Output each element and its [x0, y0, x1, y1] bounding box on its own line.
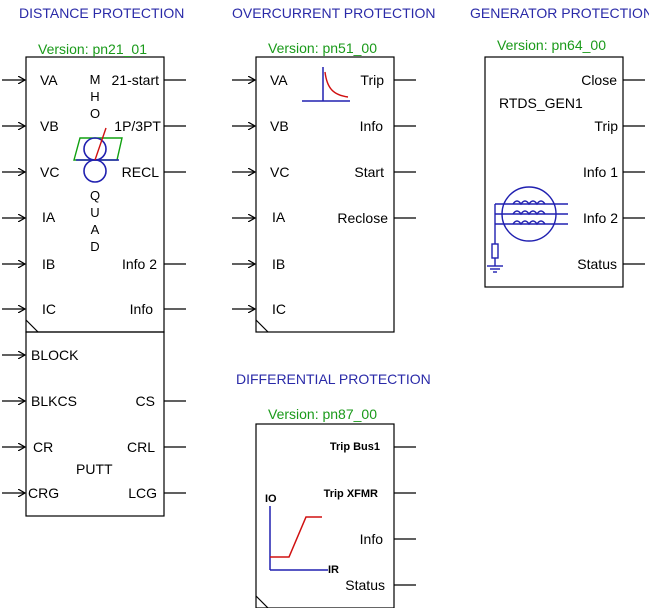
distance-input-ic: IC — [42, 301, 56, 317]
overcurrent-input-vb: VB — [270, 118, 289, 134]
putt-block[interactable] — [25, 331, 165, 517]
generator-output-info1: Info 1 — [582, 164, 618, 180]
distance-output-info2: Info 2 — [121, 256, 157, 272]
overcurrent-curve-icon — [302, 67, 350, 102]
putt-output-cs: CS — [135, 393, 155, 409]
generator-output-trip: Trip — [594, 118, 618, 134]
overcurrent-input-ib: IB — [272, 256, 286, 272]
putt-output-crl: CRL — [126, 439, 155, 455]
distance-input-vb: VB — [40, 118, 59, 134]
generator-output-close: Close — [581, 72, 617, 88]
overcurrent-output-reclose: Reclose — [337, 210, 388, 226]
overcurrent-output-start: Start — [354, 164, 384, 180]
quad-letter-u: U — [90, 205, 100, 220]
generator-heading: GENERATOR PROTECTION — [470, 5, 649, 21]
mho-letter-o: O — [89, 106, 101, 121]
differential-curve-icon — [269, 506, 328, 571]
distance-output-1p3pt: 1P/3PT — [114, 118, 161, 134]
distance-output-info: Info — [129, 301, 153, 317]
distance-input-va: VA — [40, 72, 58, 88]
generator-output-status: Status — [577, 256, 617, 272]
distance-version: Version: pn21_01 — [38, 41, 147, 57]
distance-input-ib: IB — [42, 256, 56, 272]
distance-input-vc: VC — [40, 164, 60, 180]
overcurrent-block[interactable] — [255, 56, 395, 333]
putt-input-cr: CR — [33, 439, 54, 455]
quad-letter-a: A — [90, 222, 100, 237]
differential-output-tripxfmr: Trip XFMR — [323, 488, 378, 500]
differential-version: Version: pn87_00 — [268, 406, 377, 422]
differential-axis-x-label: IR — [328, 564, 339, 576]
generator-name: RTDS_GEN1 — [499, 95, 583, 111]
differential-block[interactable] — [255, 423, 395, 608]
overcurrent-input-ic: IC — [272, 301, 286, 317]
distance-output-recl: RECL — [121, 164, 159, 180]
differential-axis-y-label: IO — [265, 493, 277, 505]
distance-output-21start: 21-start — [111, 72, 159, 88]
differential-heading: DIFFERENTIAL PROTECTION — [236, 371, 431, 387]
overcurrent-output-trip: Trip — [360, 72, 384, 88]
mho-letter-m: M — [89, 72, 101, 87]
distance-input-ia: IA — [42, 209, 56, 225]
distance-heading: DISTANCE PROTECTION — [19, 5, 185, 21]
quad-letter-q: Q — [89, 188, 101, 203]
differential-output-status: Status — [345, 577, 385, 593]
overcurrent-input-ia: IA — [272, 209, 286, 225]
overcurrent-output-info: Info — [359, 118, 383, 134]
overcurrent-heading: OVERCURRENT PROTECTION — [232, 5, 436, 21]
putt-input-blkcs: BLKCS — [31, 393, 77, 409]
generator-version: Version: pn64_00 — [497, 37, 606, 53]
quad-letter-d: D — [90, 239, 100, 254]
overcurrent-corner-mark — [255, 319, 269, 333]
generator-icon — [487, 186, 568, 273]
putt-label: PUTT — [76, 461, 113, 477]
putt-output-lcg: LCG — [128, 485, 157, 501]
overcurrent-input-va: VA — [270, 72, 288, 88]
overcurrent-input-vc: VC — [270, 164, 290, 180]
differential-output-tripbus1: Trip Bus1 — [329, 441, 380, 453]
overcurrent-version: Version: pn51_00 — [268, 40, 377, 56]
putt-input-crg: CRG — [28, 485, 60, 501]
mho-quad-icon — [73, 127, 123, 183]
differential-corner-mark — [255, 595, 269, 608]
distance-corner-mark — [25, 319, 39, 333]
generator-output-info2: Info 2 — [582, 210, 618, 226]
differential-output-info: Info — [359, 531, 383, 547]
mho-letter-h: H — [90, 89, 100, 104]
putt-input-block: BLOCK — [31, 347, 79, 363]
